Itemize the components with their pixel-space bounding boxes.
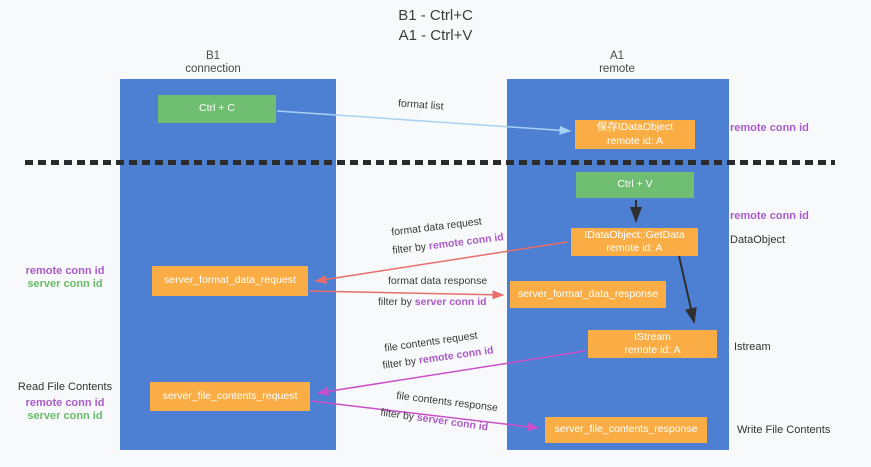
node-server-format-data-response: server_format_data_response: [510, 281, 666, 308]
node-getdata-line2: remote id: A: [606, 242, 663, 254]
remote-conn-id-text: remote conn id: [428, 231, 505, 253]
node-istream-line1: IStream: [634, 330, 671, 343]
arrow-format-data-response: [308, 290, 505, 300]
title-line-1: B1 - Ctrl+C: [398, 7, 473, 24]
filter-by-text: filter by: [379, 406, 418, 424]
node-server-file-contents-request-label: server_file_contents_request: [162, 389, 298, 402]
label-istream: Istream: [734, 341, 771, 353]
node-save-idataobject-line2: remote id: A: [606, 134, 664, 147]
node-server-file-contents-response-label: server_file_contents_response: [554, 423, 698, 436]
node-ctrl-c: Ctrl + C: [158, 95, 276, 123]
node-server-format-data-request-label: server_format_data_request: [164, 274, 296, 287]
label-group-format-conn-ids: remote conn id server conn id: [10, 265, 120, 291]
server-conn-id-text: server conn id: [416, 411, 489, 434]
node-getdata-line1: IDataObject::GetData: [584, 228, 685, 241]
node-istream-line2: remote id: A: [624, 344, 681, 356]
label-format-data-response: format data response: [388, 275, 488, 287]
label-format-server-conn-id: server conn id: [27, 278, 103, 290]
label-file-server-conn-id: server conn id: [27, 410, 103, 422]
title-line-2: A1 - Ctrl+V: [398, 27, 473, 44]
node-save-idataobject: 保存IDataObject remote id: A: [575, 120, 695, 149]
column-a1-subtitle: remote: [599, 63, 635, 75]
label-format-remote-conn-id: remote conn id: [25, 265, 105, 277]
label-remote-conn-id-mid: remote conn id: [730, 210, 809, 222]
column-header-b1: B1 connection: [133, 50, 293, 76]
node-istream: IStream remote id: A: [588, 330, 717, 358]
column-b1-title: B1: [205, 50, 221, 62]
node-server-format-data-request: server_format_data_request: [152, 266, 308, 296]
phase-separator-dashed-line: [25, 160, 835, 165]
node-server-file-contents-request: server_file_contents_request: [150, 382, 310, 411]
label-write-file-contents: Write File Contents: [737, 424, 831, 436]
label-format-list: format list: [397, 97, 444, 113]
node-ctrl-c-label: Ctrl + C: [199, 102, 235, 115]
label-dataobject: DataObject: [730, 234, 786, 246]
label-group-file-conn-ids: remote conn id server conn id: [10, 397, 120, 423]
column-a1-title: A1: [609, 50, 625, 62]
node-ctrl-v: Ctrl + V: [576, 172, 694, 198]
node-server-format-data-response-label: server_format_data_response: [517, 287, 659, 300]
label-file-remote-conn-id: remote conn id: [25, 397, 105, 409]
filter-by-text: filter by: [378, 296, 415, 308]
diagram-title: B1 - Ctrl+C A1 - Ctrl+V: [0, 6, 871, 46]
label-read-file-contents: Read File Contents: [17, 381, 113, 393]
node-server-file-contents-response: server_file_contents_response: [545, 417, 707, 443]
filter-by-text: filter by: [381, 354, 420, 372]
node-ctrl-v-label: Ctrl + V: [617, 178, 653, 191]
node-save-idataobject-line1: 保存IDataObject: [596, 121, 674, 134]
column-b1-subtitle: connection: [185, 63, 241, 75]
column-header-a1: A1 remote: [537, 50, 697, 76]
filter-by-text: filter by: [391, 240, 430, 257]
label-remote-conn-id-top: remote conn id: [730, 122, 809, 134]
server-conn-id-text: server conn id: [414, 296, 487, 308]
label-format-data-response-filter: filter by server conn id: [378, 296, 487, 308]
node-idataobject-getdata: IDataObject::GetData remote id: A: [571, 228, 698, 256]
